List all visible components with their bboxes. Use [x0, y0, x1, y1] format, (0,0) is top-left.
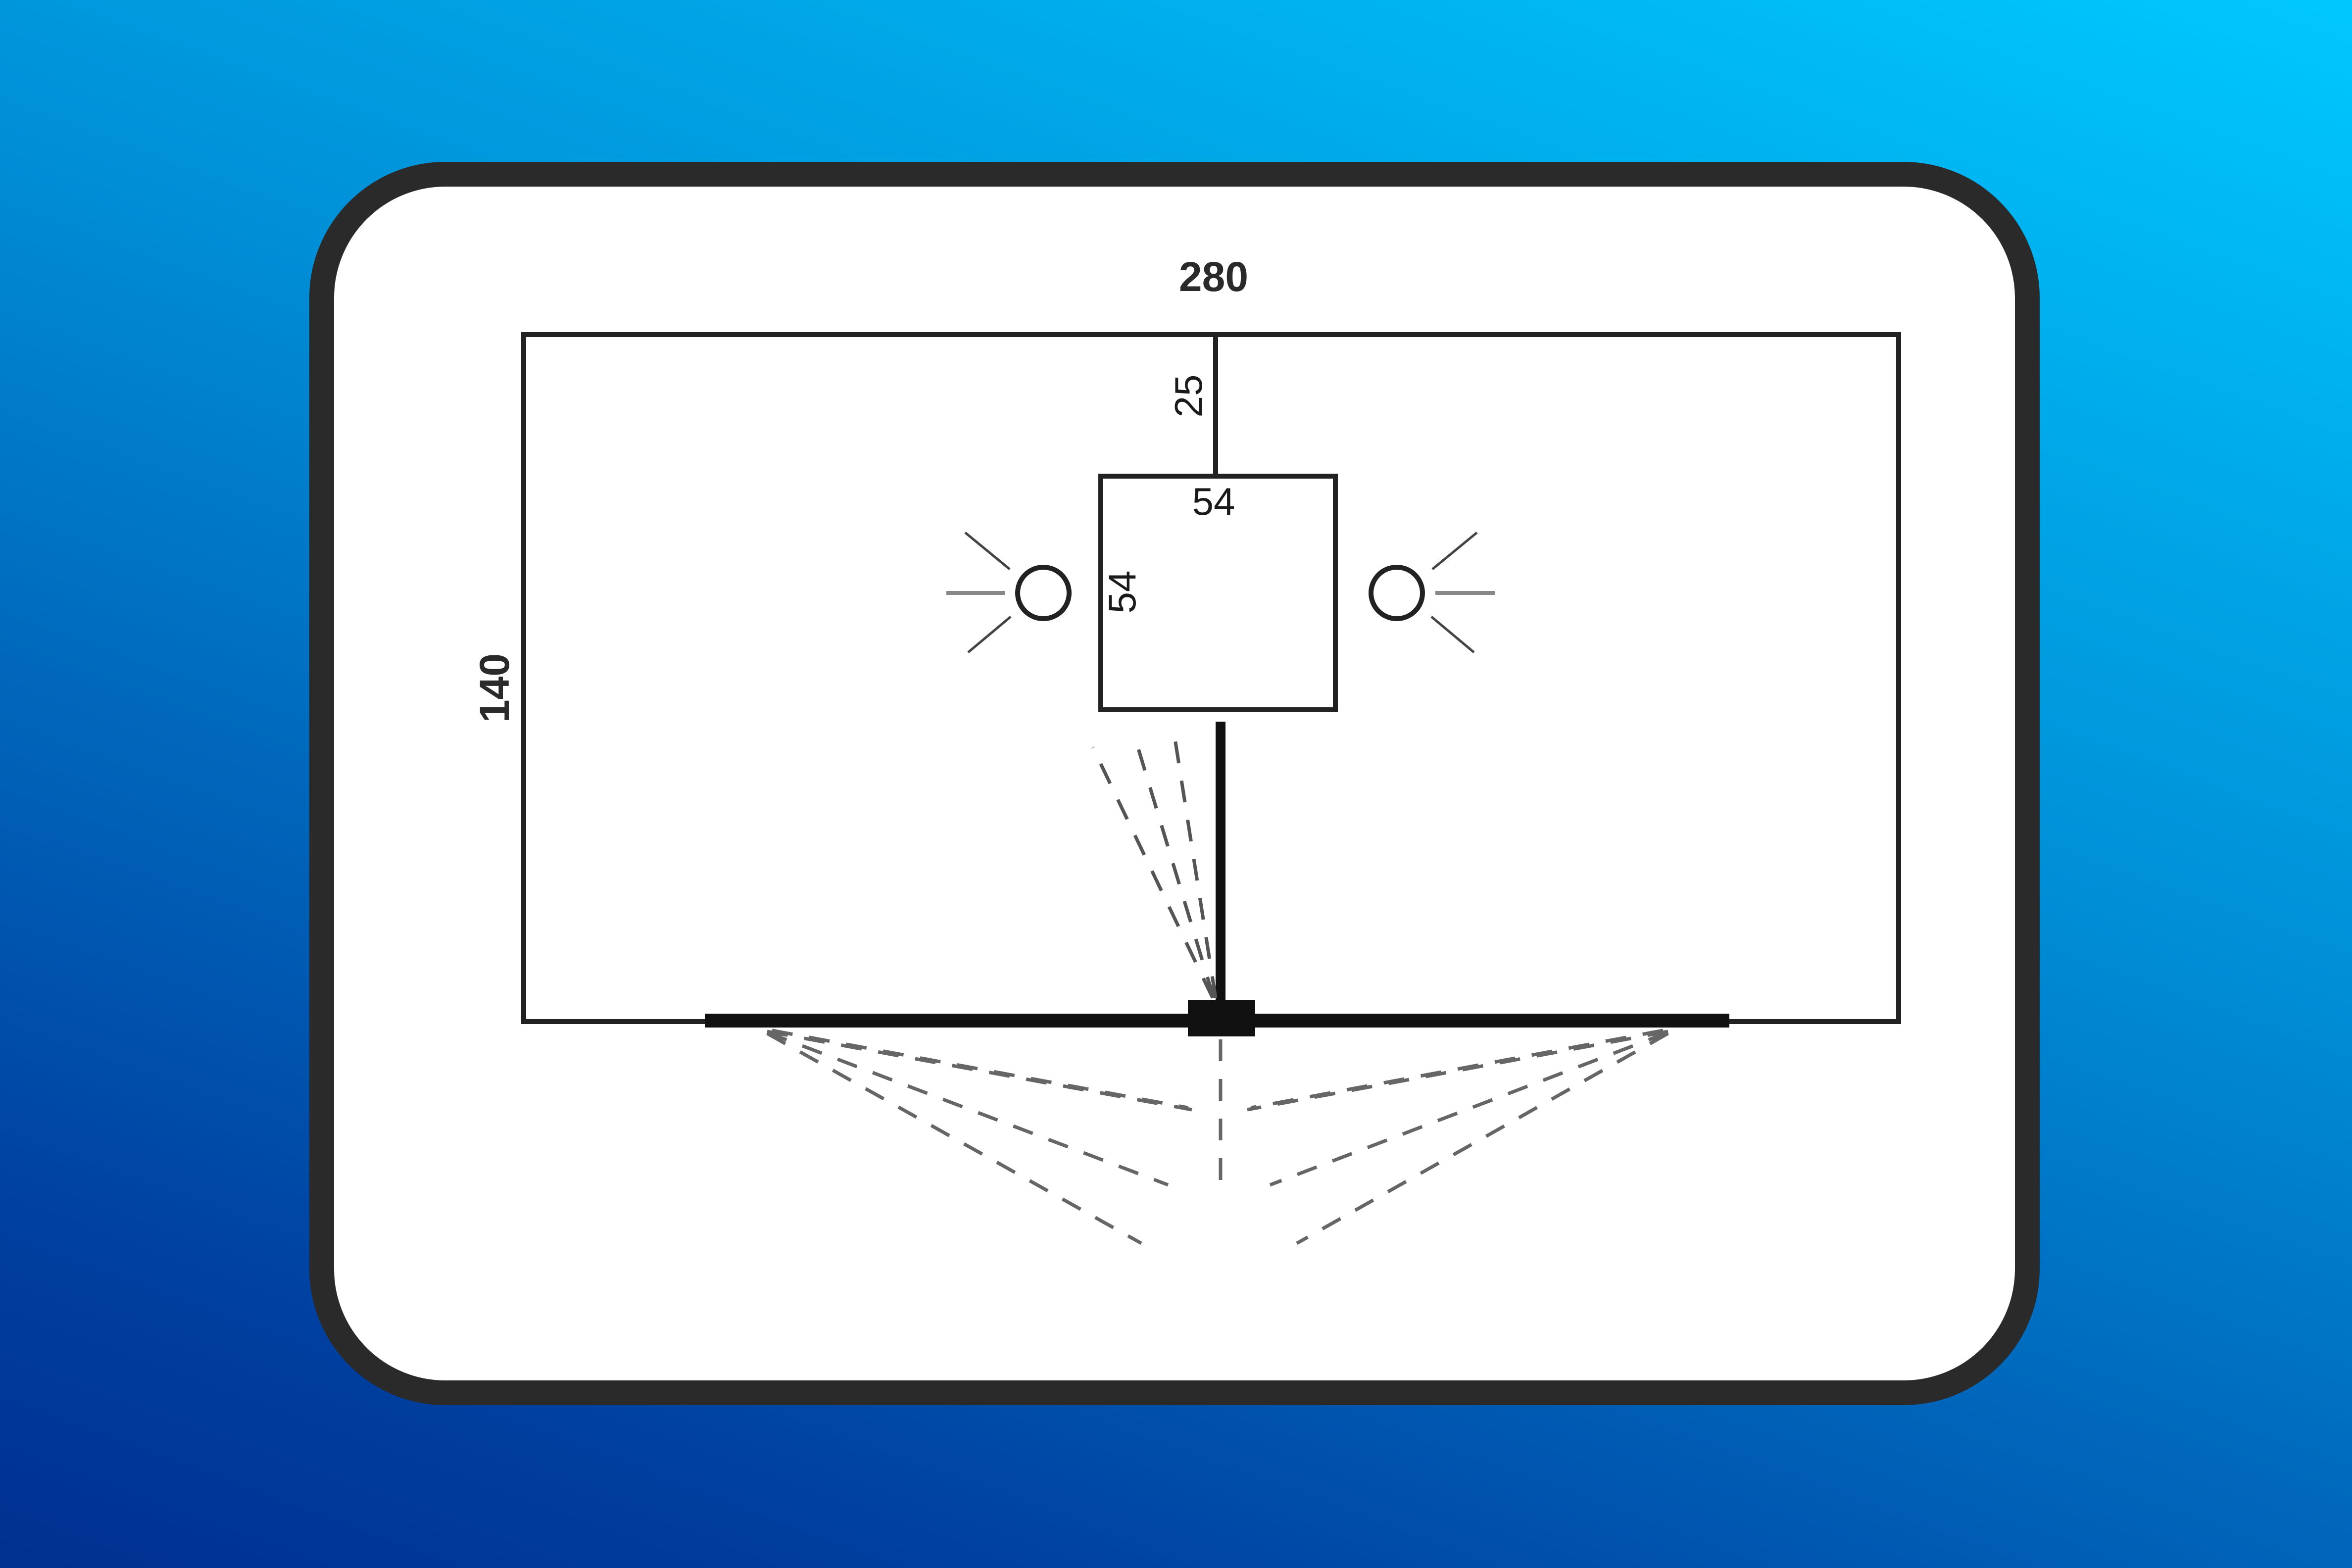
offset-dimension-label: 25 — [1167, 375, 1210, 418]
left-dashed-rays — [766, 1029, 1192, 1245]
box-height-label: 54 — [1100, 571, 1144, 614]
panel-frame — [309, 162, 2040, 1405]
center-block — [1188, 1000, 1255, 1036]
lamp-icon — [946, 532, 1072, 653]
lamp-icon — [1369, 532, 1495, 653]
width-dimension-label: 280 — [1179, 253, 1248, 300]
height-dimension-label: 140 — [471, 653, 518, 723]
center-box — [1098, 474, 1338, 712]
upper-dashed-rays — [1091, 726, 1218, 999]
box-width-label: 54 — [1192, 480, 1235, 523]
right-dashed-rays — [1247, 1029, 1669, 1245]
